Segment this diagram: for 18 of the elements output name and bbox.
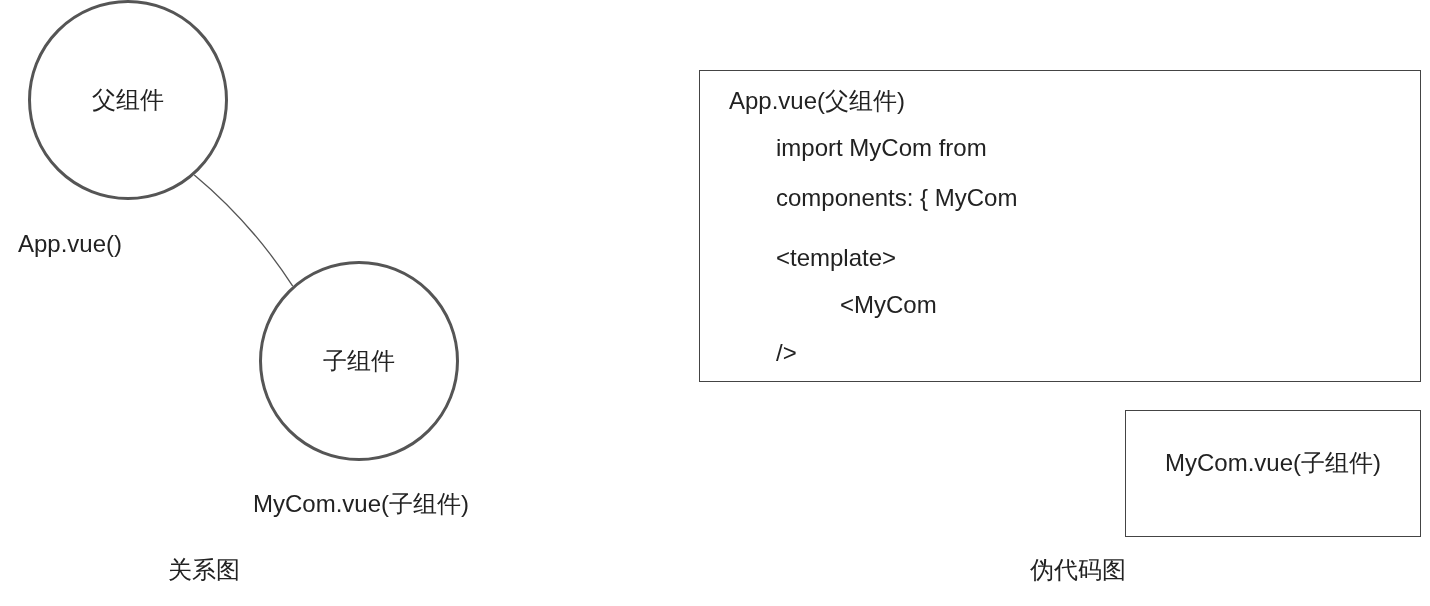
node-text: App.vue(父组件) <box>729 87 906 115</box>
code-line: components: { MyCom <box>776 184 1018 212</box>
circle-node <box>28 0 228 200</box>
node-text: 子组件 <box>323 347 395 375</box>
file-name-caption: App.vue() <box>18 230 123 258</box>
diagram-caption: 关系图 <box>168 556 240 584</box>
diagram-caption: 伪代码图 <box>1030 556 1126 584</box>
code-line: import MyCom from <box>776 134 987 162</box>
code-box <box>699 70 1421 382</box>
code-line: /> <box>776 339 797 367</box>
circle-node <box>259 261 459 461</box>
connector-line <box>193 174 294 287</box>
node-text: 父组件 <box>92 86 164 114</box>
file-name-caption: MyCom.vue(子组件) <box>253 490 469 518</box>
node-text: MyCom.vue(子组件) <box>1165 449 1381 477</box>
code-line: <template> <box>776 244 897 272</box>
component-box <box>1125 410 1421 537</box>
code-line: <MyCom <box>840 291 937 319</box>
